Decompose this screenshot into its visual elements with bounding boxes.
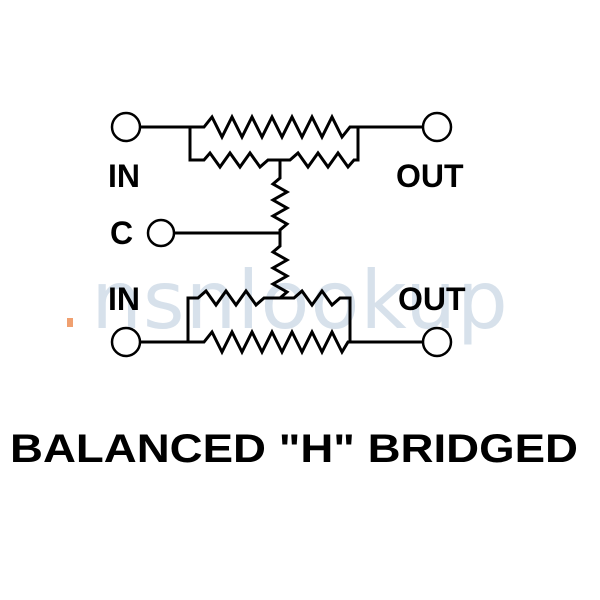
bottom-series-resistor — [188, 328, 358, 356]
terminal-in-top — [110, 111, 142, 143]
top-shunt-resistor — [269, 160, 291, 233]
bottom-bridge-loop — [186, 288, 352, 342]
top-bridge-loop — [188, 127, 360, 170]
label-in-bottom: IN — [108, 281, 140, 317]
terminal-out-top — [421, 111, 453, 143]
terminal-common — [146, 218, 176, 248]
label-in-top: IN — [108, 158, 140, 194]
label-out-top: OUT — [396, 158, 464, 194]
diagram-caption: BALANCED "H" BRIDGED — [10, 427, 578, 471]
label-out-bottom: OUT — [398, 281, 466, 317]
top-series-resistor — [190, 113, 358, 141]
terminal-out-bottom — [421, 326, 453, 358]
terminal-in-bottom — [110, 326, 142, 358]
watermark-dot — [67, 318, 73, 327]
bottom-shunt-resistor — [269, 233, 291, 300]
label-common: C — [110, 215, 133, 251]
